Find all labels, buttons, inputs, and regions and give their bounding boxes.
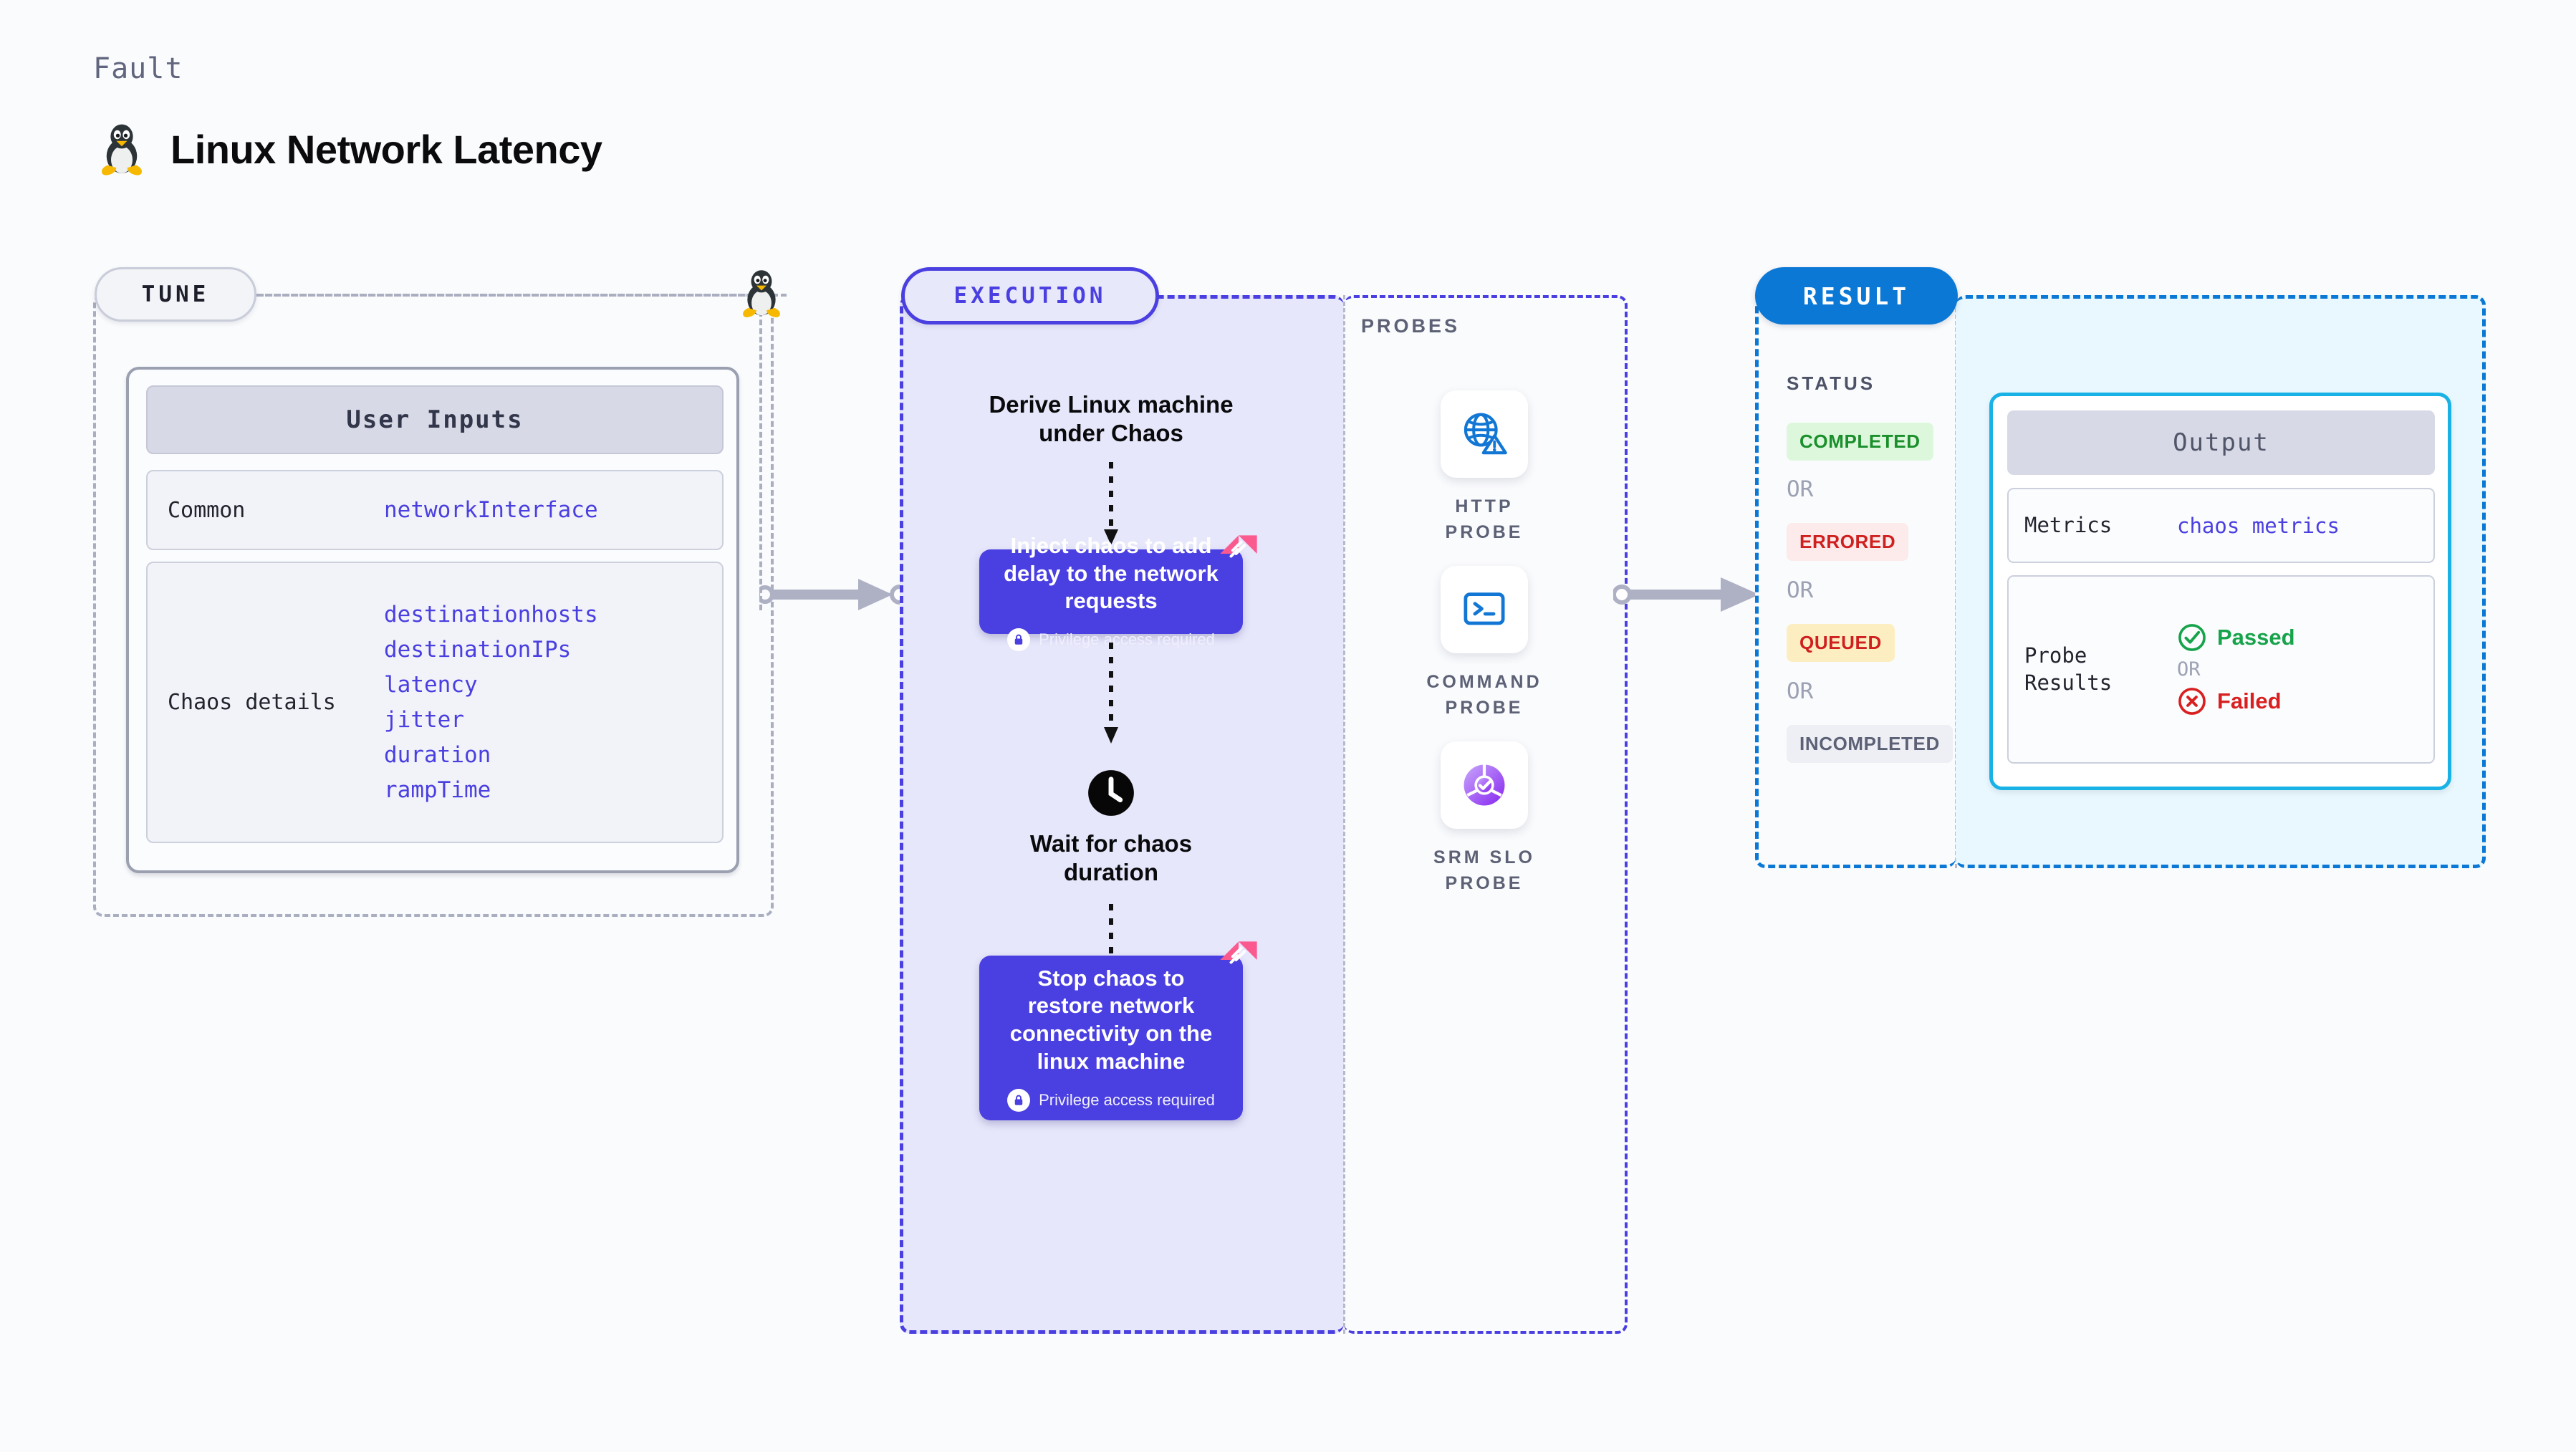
terminal-prompt-icon [1464,592,1505,625]
status-badge-queued: QUEUED [1787,624,1895,662]
probe-result-values: Passed OR Failed [2177,622,2295,716]
result-section-pill[interactable]: RESULT [1755,267,1958,324]
privilege-text: Privilege access required [1039,1090,1215,1109]
row-label: Probe Results [2024,643,2113,695]
probe-result-passed: Passed [2177,622,2295,653]
harness-logo-icon [1220,535,1257,558]
execution-section-pill[interactable]: EXECUTION [901,267,1159,324]
probe-label: SRM SLO PROBE [1433,847,1535,894]
harness-logo-icon [1220,941,1257,964]
probe-icon-box [1441,390,1528,478]
input-param[interactable]: rampTime [384,777,491,803]
row-label: Common [168,497,246,523]
passed-label: Passed [2217,625,2295,650]
status-or-2: OR [1787,577,1814,603]
connector-tune-to-execution [759,579,910,610]
status-badge-incompleted: INCOMPLETED [1787,725,1953,763]
connector-execution-to-result [1613,577,1775,612]
result-section-frame [1755,295,1956,868]
globe-warning-icon [1464,413,1507,455]
status-badge-completed: COMPLETED [1787,423,1933,461]
output-row-metrics: Metrics chaos metrics [2007,488,2435,563]
execution-node-stop-chaos[interactable]: Stop chaos to restore network connectivi… [979,941,1257,1120]
output-row-probe-results: Probe Results Passed OR Failed [2007,575,2435,764]
privilege-note: Privilege access required [1007,1088,1215,1112]
arrow-inject-to-wait [1104,643,1118,744]
user-inputs-row-common: Common networkInterface [146,470,724,550]
row-label: Chaos details [168,690,336,715]
page-title: Linux Network Latency [170,126,602,172]
output-card-title: Output [2007,410,2435,475]
execution-step-derive-label: Derive Linux machine under Chaos [989,391,1234,447]
privilege-text: Privilege access required [1039,630,1215,649]
row-values: destinationhosts destinationIPs latency … [384,602,598,803]
tune-section-pill[interactable]: TUNE [95,267,256,322]
probe-command[interactable]: COMMAND PROBE [1413,566,1556,721]
probes-divider [1343,295,1345,1334]
probe-label: COMMAND PROBE [1426,672,1542,718]
probe-http[interactable]: HTTP PROBE [1413,390,1556,546]
privilege-note: Privilege access required [1007,628,1215,652]
clock-icon [1088,770,1134,816]
status-badge-errored: ERRORED [1787,523,1909,561]
page-title-row: Linux Network Latency [93,120,602,178]
tune-connector-vertical [759,294,762,610]
execution-node-inject-chaos[interactable]: Inject chaos to add delay to the network… [979,533,1257,652]
row-label: Metrics [2024,512,2113,537]
input-param[interactable]: latency [384,672,478,698]
x-circle-icon [2178,688,2206,715]
status-or-3: OR [1787,678,1814,704]
failed-label: Failed [2217,688,2282,713]
tune-connector-horizontal [256,294,787,297]
execution-section-frame [900,295,1344,1334]
slo-donut-check-icon [1464,764,1505,806]
input-param[interactable]: destinationIPs [384,637,572,663]
row-value[interactable]: chaos metrics [2177,513,2340,538]
user-inputs-title: User Inputs [146,385,724,454]
status-label: STATUS [1787,372,1876,394]
page-kicker: Fault [93,52,183,85]
status-or-1: OR [1787,476,1814,502]
output-card: Output Metrics chaos metrics Probe Resul… [1989,393,2451,790]
probes-section-label: PROBES [1361,315,1461,337]
linux-penguin-icon [102,124,142,176]
input-param[interactable]: networkInterface [384,497,598,523]
check-circle-icon [2178,624,2206,651]
row-values: networkInterface [384,497,598,523]
linux-penguin-marker-icon [743,270,780,317]
execution-step-wait-label: Wait for chaos duration [1029,830,1193,886]
lock-icon [1007,628,1031,652]
probe-result-failed: Failed [2177,686,2295,716]
input-param[interactable]: jitter [384,707,464,733]
lock-icon [1007,1088,1031,1112]
user-inputs-card: User Inputs Common networkInterface Chao… [126,367,739,873]
probe-label: HTTP PROBE [1445,496,1524,543]
probe-result-or: OR [2177,658,2201,681]
node-label: Stop chaos to restore network connectivi… [1009,965,1213,1074]
input-param[interactable]: destinationhosts [384,602,598,628]
probe-icon-box [1441,741,1528,829]
user-inputs-row-chaos-details: Chaos details destinationhosts destinati… [146,562,724,843]
probe-srm-slo[interactable]: SRM SLO PROBE [1413,741,1556,897]
input-param[interactable]: duration [384,742,491,768]
probe-icon-box [1441,566,1528,653]
node-label: Inject chaos to add delay to the network… [1004,532,1219,614]
arrow-derive-to-inject [1104,462,1118,545]
